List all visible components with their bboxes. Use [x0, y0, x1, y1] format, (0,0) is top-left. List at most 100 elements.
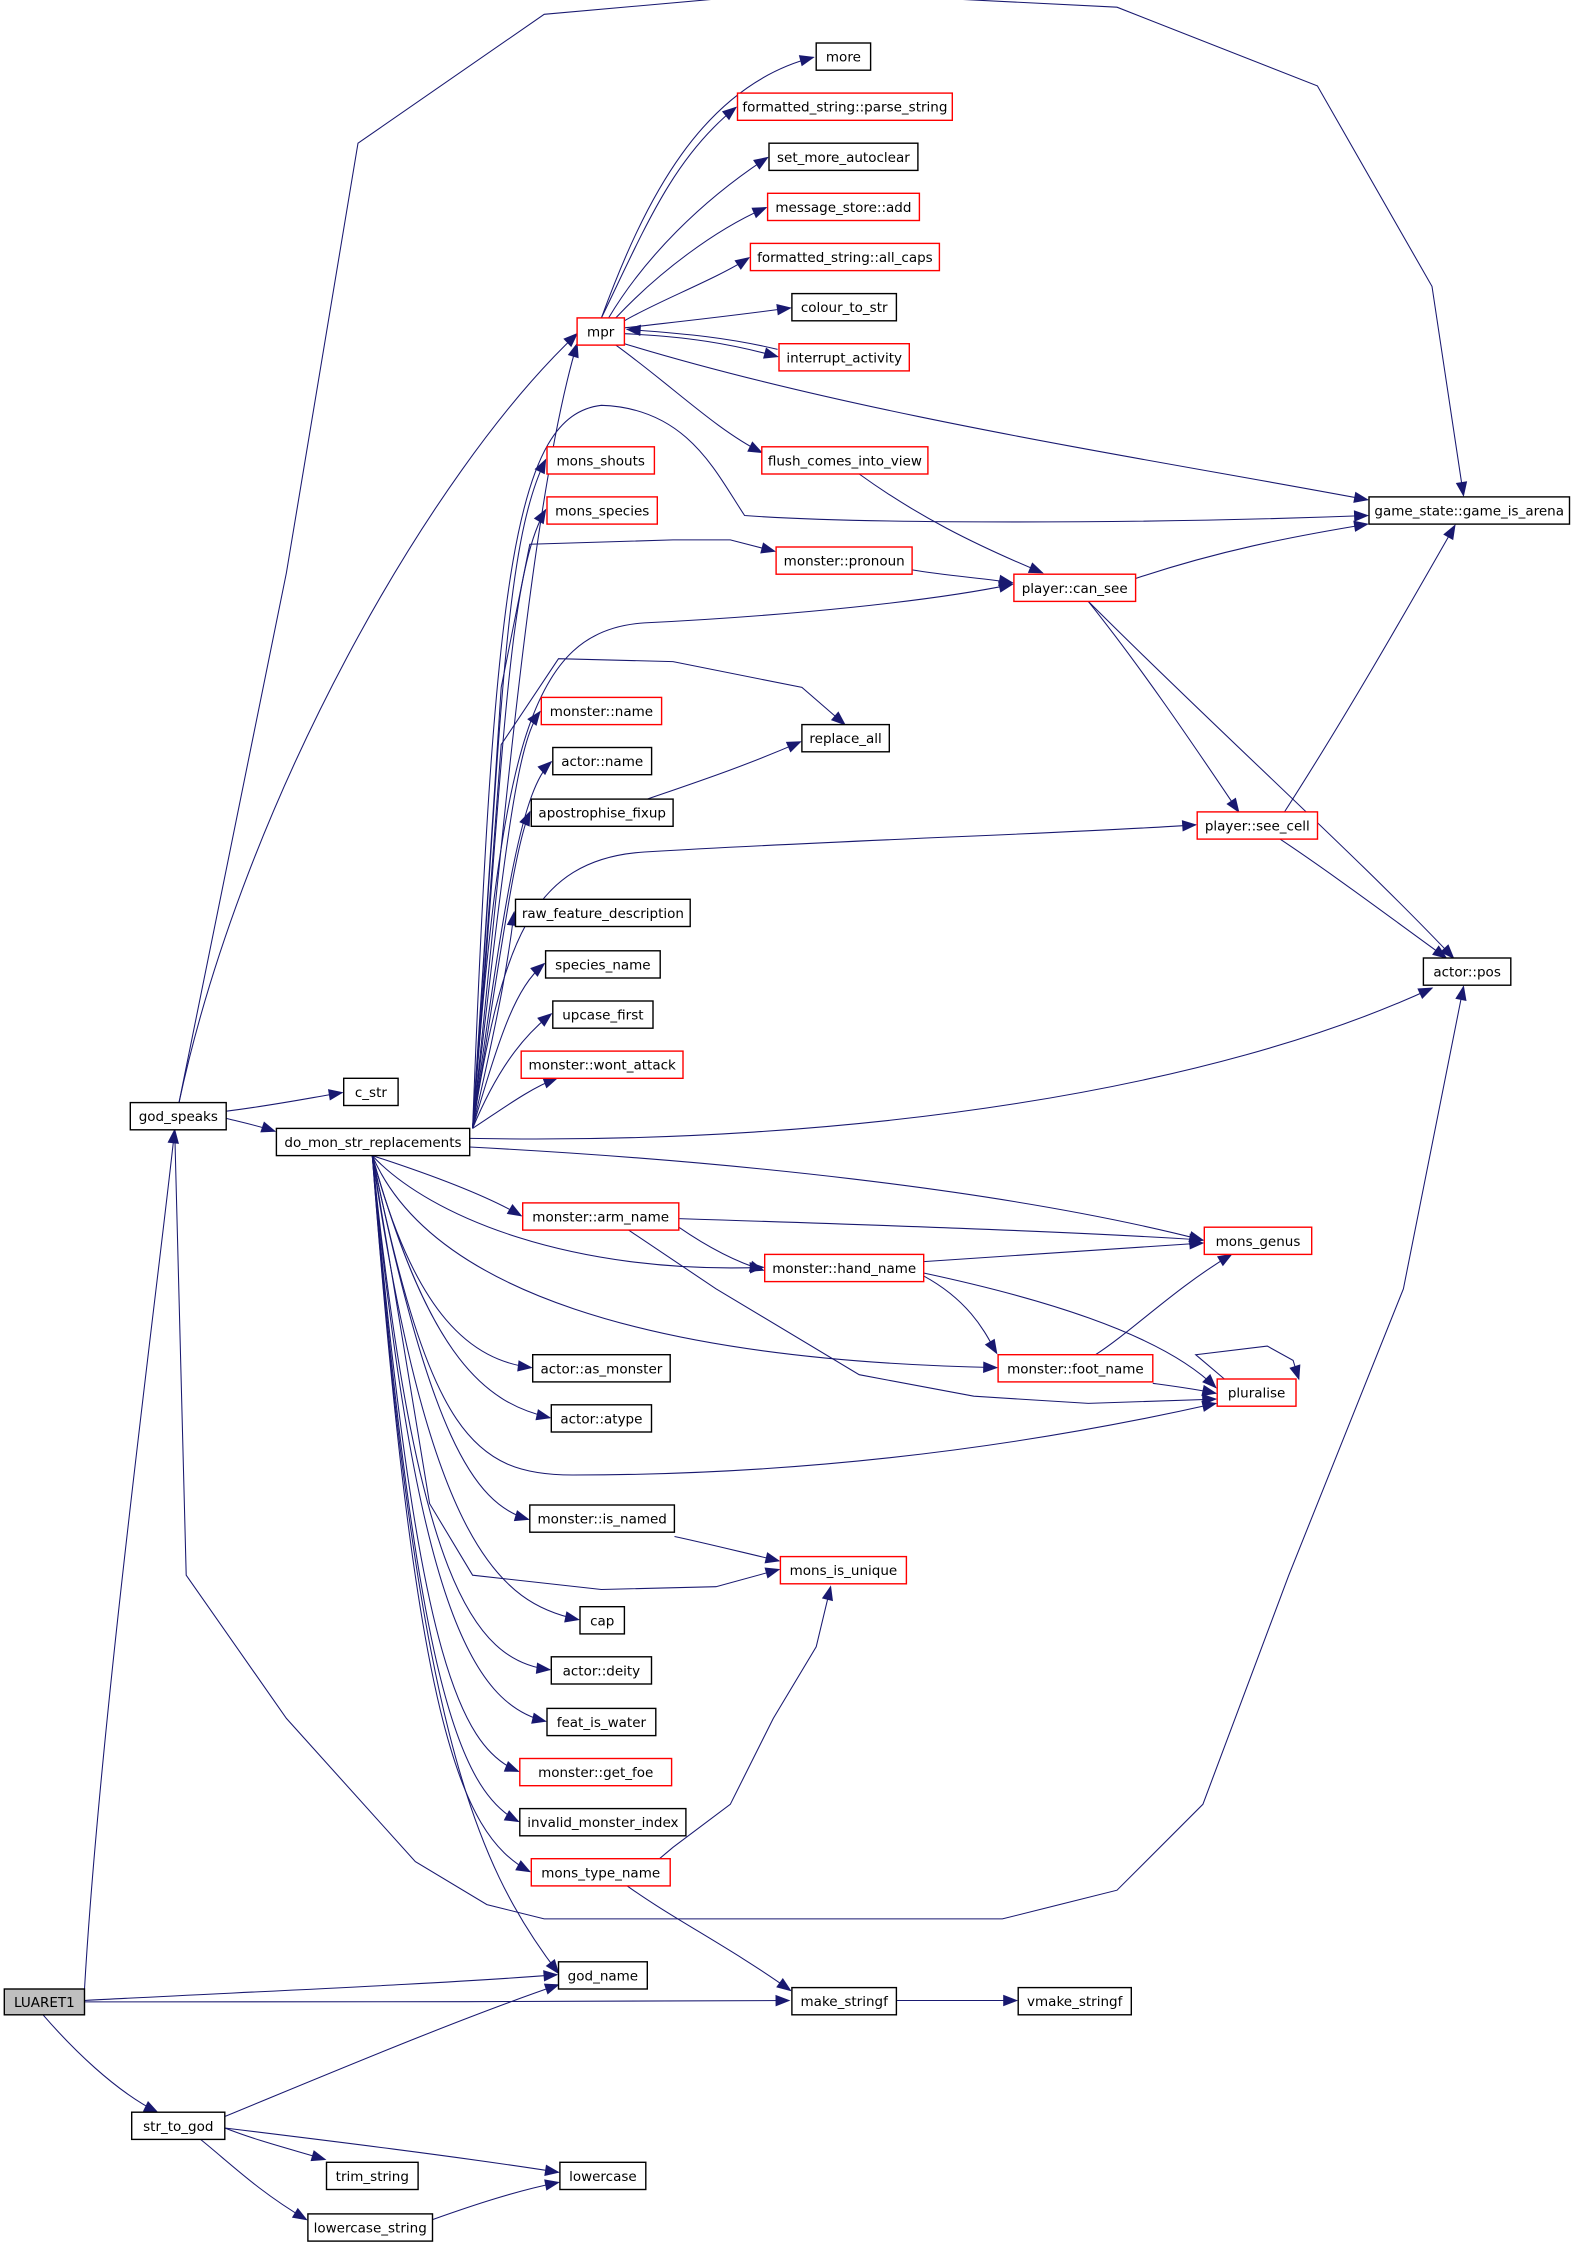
function-node[interactable]: monster::hand_name [764, 1253, 925, 1283]
node-box [766, 192, 921, 222]
arrowhead-icon [517, 1360, 533, 1372]
edge-line [469, 1146, 1204, 1241]
function-node[interactable]: do_mon_str_replacements [275, 1127, 471, 1157]
edge-line [226, 1092, 343, 1112]
function-node[interactable]: actor::name [552, 746, 653, 776]
arrowhead-icon [1432, 945, 1448, 959]
function-node[interactable]: actor::as_monster [532, 1353, 671, 1383]
arrowhead-icon [1202, 1374, 1217, 1389]
function-node[interactable]: lowercase [559, 2161, 647, 2191]
function-node[interactable]: actor::pos [1422, 957, 1512, 986]
call-edge [472, 404, 1369, 1129]
function-node[interactable]: message_store::add [766, 192, 921, 222]
edge-line [472, 711, 541, 1129]
edge-line [200, 2138, 307, 2221]
function-node[interactable]: mpr [576, 317, 626, 346]
function-node[interactable]: LUARET1 [3, 1988, 86, 2016]
call-edge [923, 1275, 998, 1355]
function-node[interactable]: formatted_string::parse_string [736, 92, 954, 121]
node-box [761, 446, 929, 475]
edge-line [84, 1974, 558, 2002]
call-edge [923, 1238, 1205, 1263]
function-node[interactable]: mons_genus [1203, 1226, 1313, 1256]
function-node[interactable]: monster::pronoun [775, 546, 913, 575]
node-label: species_name [555, 958, 650, 974]
function-node[interactable]: pluralise [1216, 1378, 1297, 1407]
function-node[interactable]: c_str [343, 1077, 399, 1107]
edge-line [1087, 601, 1240, 813]
function-node[interactable]: species_name [544, 950, 661, 979]
function-node[interactable]: mons_shouts [546, 446, 656, 475]
function-node[interactable]: feat_is_water [546, 1707, 657, 1737]
function-node[interactable]: apostrophise_fixup [530, 798, 674, 827]
function-node[interactable]: trim_string [325, 2161, 419, 2191]
function-node[interactable]: monster::is_named [529, 1504, 676, 1533]
node-label: mons_shouts [556, 453, 644, 469]
edge-line [371, 1155, 519, 1822]
edge-line [42, 2014, 158, 2113]
node-label: player::see_cell [1205, 819, 1310, 835]
call-edge [608, 156, 769, 319]
call-edge [1194, 1345, 1301, 1381]
function-node[interactable]: god_name [557, 1961, 649, 1990]
node-box [552, 1000, 654, 1029]
function-node[interactable]: mons_species [546, 496, 659, 525]
edge-line [371, 1155, 997, 1369]
function-node[interactable]: monster::name [540, 696, 663, 726]
function-node[interactable]: raw_feature_description [514, 898, 691, 928]
function-node[interactable]: interrupt_activity [778, 343, 911, 372]
call-edge [1087, 601, 1240, 814]
function-node[interactable]: monster::arm_name [522, 1202, 680, 1231]
arrowhead-icon [167, 1128, 179, 1144]
call-edge [923, 1272, 1217, 1389]
function-node[interactable]: vmake_stringf [1017, 1986, 1133, 2016]
edge-line [371, 1155, 579, 1621]
function-node[interactable]: invalid_monster_index [519, 1807, 687, 1837]
function-node[interactable]: lowercase_string [307, 2213, 434, 2242]
function-node[interactable]: set_more_autoclear [768, 142, 919, 172]
function-node[interactable]: player::see_cell [1196, 811, 1319, 840]
function-node[interactable]: colour_to_str [791, 292, 898, 322]
arrowhead-icon [537, 1013, 553, 1027]
function-node[interactable]: game_state::game_is_arena [1368, 496, 1571, 525]
node-label: flush_comes_into_view [768, 453, 922, 469]
arrowhead-icon [513, 1510, 530, 1522]
function-node[interactable]: monster::wont_attack [520, 1050, 684, 1079]
node-label: mons_species [555, 504, 649, 520]
function-node[interactable]: formatted_string::all_caps [749, 242, 941, 272]
arrowhead-icon [721, 106, 738, 121]
node-label: god_name [568, 1968, 638, 1984]
function-node[interactable]: make_stringf [791, 1986, 898, 2016]
call-edge [200, 2138, 308, 2221]
call-edge [625, 324, 778, 350]
node-label: more [826, 50, 861, 66]
function-node[interactable]: monster::get_foe [519, 1757, 673, 1787]
call-edge [674, 1535, 781, 1564]
node-box [997, 1353, 1154, 1383]
edge-line [224, 1984, 559, 2117]
node-label: replace_all [809, 731, 881, 747]
arrowhead-icon [1217, 1253, 1233, 1267]
function-node[interactable]: god_speaks [129, 1101, 227, 1131]
function-node[interactable]: mons_is_unique [779, 1555, 908, 1585]
function-node[interactable]: actor::deity [550, 1656, 653, 1685]
function-node[interactable]: upcase_first [552, 1000, 654, 1029]
edge-line [174, 986, 1465, 1920]
function-node[interactable]: more [815, 42, 872, 71]
function-node[interactable]: str_to_god [130, 2111, 226, 2141]
call-edge [678, 1218, 1205, 1245]
node-box [764, 1253, 925, 1283]
edge-line [224, 2127, 326, 2161]
function-node[interactable]: actor::atype [550, 1404, 653, 1433]
function-node[interactable]: mons_type_name [530, 1857, 671, 1887]
function-node[interactable]: player::can_see [1013, 573, 1137, 603]
arrowhead-icon [534, 458, 547, 475]
arrowhead-icon [625, 324, 642, 337]
node-label: lowercase_string [314, 2221, 427, 2237]
arrowhead-icon [1202, 1393, 1218, 1406]
function-node[interactable]: replace_all [801, 723, 891, 753]
call-edge [371, 1155, 530, 1522]
function-node[interactable]: flush_comes_into_view [761, 446, 929, 475]
function-node[interactable]: cap [579, 1605, 626, 1635]
function-node[interactable]: monster::foot_name [997, 1353, 1154, 1383]
